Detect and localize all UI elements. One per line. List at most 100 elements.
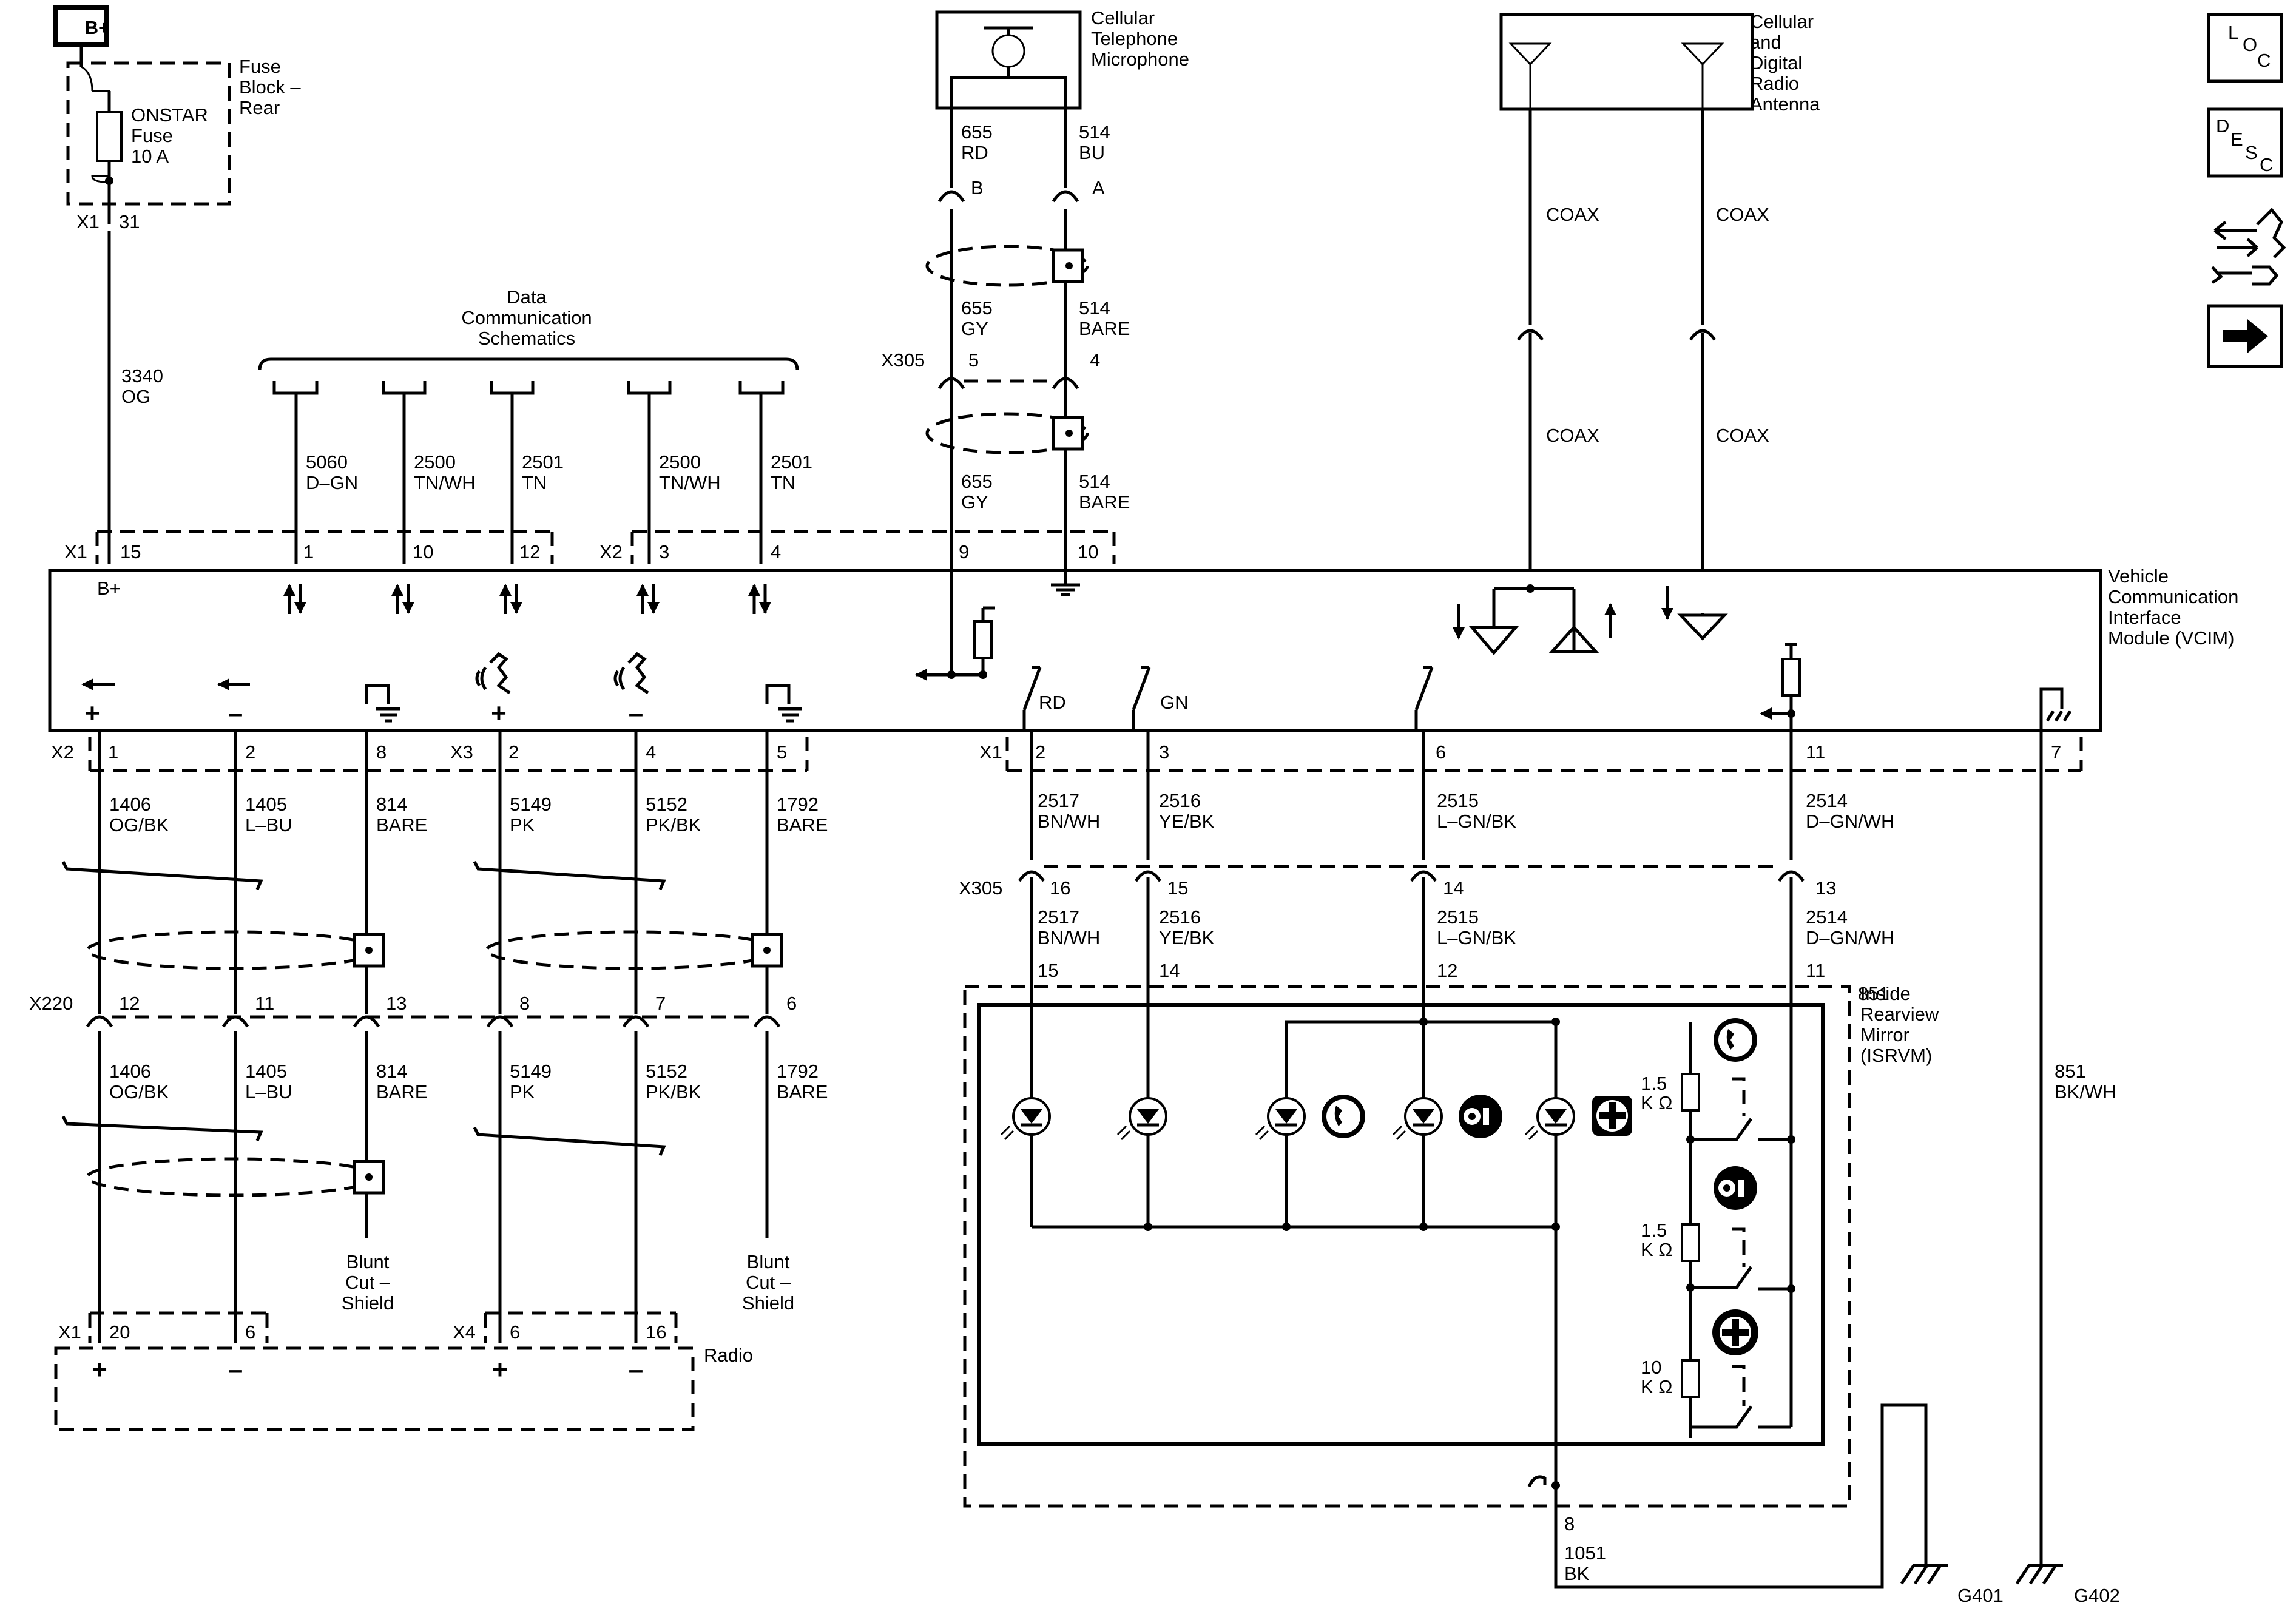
aw4-circuit: 5149: [510, 794, 552, 815]
svg-text:PK/BK: PK/BK: [646, 1081, 701, 1102]
dc-wire3-circuit: 2501: [522, 451, 564, 473]
svg-text:Microphone: Microphone: [1091, 49, 1189, 70]
desc-button[interactable]: D E S C: [2207, 107, 2283, 178]
microphone-input-circuit: [915, 564, 1080, 681]
rw1-b-circuit: 2517: [1038, 906, 1079, 928]
twisted-pair-marks: [61, 860, 666, 1156]
aw2-color: L–BU: [245, 814, 292, 836]
connector-diagnosis-icon[interactable]: [2211, 208, 2286, 286]
svg-text:10 A: 10 A: [131, 146, 169, 167]
svg-text:PK/BK: PK/BK: [646, 814, 701, 836]
svg-text:1: 1: [303, 541, 314, 562]
fuse-block-line1: Fuse: [239, 56, 281, 77]
aw5-b-color: PK/BK: [646, 1081, 701, 1102]
ground-wire-circuit: 851: [1858, 983, 1889, 1004]
svg-text:TN: TN: [522, 472, 547, 493]
svg-text:1051: 1051: [1564, 1542, 1606, 1564]
loc-letter-o: O: [2243, 34, 2257, 55]
fuse-wire-color: OG: [121, 386, 150, 407]
antenna-rf-circuit: [1453, 584, 1728, 655]
rw1-color: BN/WH: [1038, 811, 1100, 832]
svg-text:2514: 2514: [1806, 790, 1848, 811]
dc-wire4-circuit: 2500: [659, 451, 701, 473]
svg-text:2517: 2517: [1038, 790, 1079, 811]
mic-label-line1: Cellular: [1091, 7, 1155, 29]
vcim-label-line1: Vehicle: [2108, 565, 2169, 587]
svg-text:15: 15: [1167, 877, 1188, 899]
fuse-block-line3: Rear: [239, 97, 280, 118]
svg-text:2514: 2514: [1806, 906, 1848, 928]
led-3: [1255, 1097, 1306, 1141]
vcim-x2-pin-10: 10: [1078, 541, 1098, 562]
mic-wire-a-circuit: 514: [1079, 121, 1110, 143]
svg-text:Fuse: Fuse: [131, 125, 173, 146]
aw2-b-circuit: 1405: [245, 1061, 287, 1082]
phone-button-icon-2[interactable]: [1714, 1018, 1757, 1062]
svg-text:1405: 1405: [245, 1061, 287, 1082]
svg-text:TN: TN: [771, 472, 795, 493]
emergency-button-icon-2[interactable]: [1712, 1309, 1758, 1355]
vcim-minus-2: –: [629, 698, 643, 728]
svg-text:6: 6: [1436, 741, 1446, 763]
radio-plus-1: +: [92, 1355, 107, 1385]
svg-text:C: C: [2257, 50, 2271, 71]
led-1: [1000, 1097, 1051, 1141]
battery-label: B+: [85, 17, 110, 38]
vcim-module: X1 X2 15 1 10 12 3 4 9 10 Vehicle Commun…: [48, 530, 2238, 746]
emergency-button-icon[interactable]: [1592, 1096, 1632, 1136]
mic-bias-resistor: [973, 620, 993, 659]
data-comm-line1: Data: [507, 286, 547, 308]
x220-pin-7: 7: [655, 993, 666, 1014]
svg-text:5149: 5149: [510, 794, 552, 815]
onstar-button-icon-2[interactable]: [1714, 1166, 1757, 1210]
svg-text:1405: 1405: [245, 794, 287, 815]
svg-text:L–BU: L–BU: [245, 1081, 292, 1102]
svg-text:655: 655: [961, 471, 993, 492]
vcim-label-line3: Interface: [2108, 607, 2181, 628]
antenna-label-line3: Digital: [1750, 52, 1802, 73]
coax-2: COAX: [1716, 204, 1769, 225]
coax-4: COAX: [1716, 425, 1769, 446]
phone-button-icon[interactable]: [1322, 1095, 1365, 1138]
fuse-name-line2: Fuse: [131, 125, 173, 146]
fuse-block-outline: [66, 61, 231, 206]
mic-mid-b-color: GY: [961, 318, 988, 339]
vcim-box: [48, 569, 2102, 732]
ground-g402-label: G402: [2074, 1585, 2120, 1606]
data-comm-line3: Schematics: [478, 328, 575, 349]
svg-text:Fuse: Fuse: [239, 56, 281, 77]
mic-wire-a-color: BU: [1079, 142, 1105, 163]
rw1-b-color: BN/WH: [1038, 927, 1100, 948]
mic-pin-b: B: [971, 177, 984, 198]
svg-text:20: 20: [109, 1322, 130, 1343]
rw3-color: L–GN/BK: [1437, 811, 1516, 832]
loc-button[interactable]: L O C: [2207, 13, 2283, 83]
mic-mid-b-circuit: 655: [961, 297, 993, 319]
svg-text:4: 4: [646, 741, 656, 763]
x305-top-pin-5: 5: [968, 349, 979, 371]
svg-text:2501: 2501: [771, 451, 812, 473]
svg-text:GY: GY: [961, 491, 988, 513]
coax-3: COAX: [1546, 425, 1599, 446]
svg-text:2: 2: [1035, 741, 1045, 763]
onstar-button-icon[interactable]: [1459, 1095, 1502, 1138]
svg-text:814: 814: [376, 1061, 408, 1082]
next-arrow-button[interactable]: [2207, 304, 2283, 368]
fuse-name-line3: 10 A: [131, 146, 169, 167]
vcim-label-line4: Module (VCIM): [2108, 627, 2234, 649]
vcim-pin-12: 12: [519, 541, 540, 562]
desc-letter-s: S: [2245, 142, 2258, 163]
mic-wire-b-circuit: 655: [961, 121, 993, 143]
bottom-conn-x3: X3: [450, 741, 473, 763]
svg-text:BU: BU: [1079, 142, 1105, 163]
x305-bottom-label: X305: [959, 877, 1002, 899]
svg-text:RD: RD: [1039, 692, 1066, 713]
isrvm-outline: [963, 985, 1851, 1508]
mic-wire-b-color: RD: [961, 142, 988, 163]
radio-label: Radio: [704, 1345, 753, 1366]
dc-wire1-color: D–GN: [306, 472, 358, 493]
svg-text:Blunt: Blunt: [346, 1251, 390, 1272]
dc-wire4-color: TN/WH: [659, 472, 721, 493]
vcim-top-conn-x1: X1: [64, 541, 87, 562]
rw3-circuit: 2515: [1437, 790, 1479, 811]
